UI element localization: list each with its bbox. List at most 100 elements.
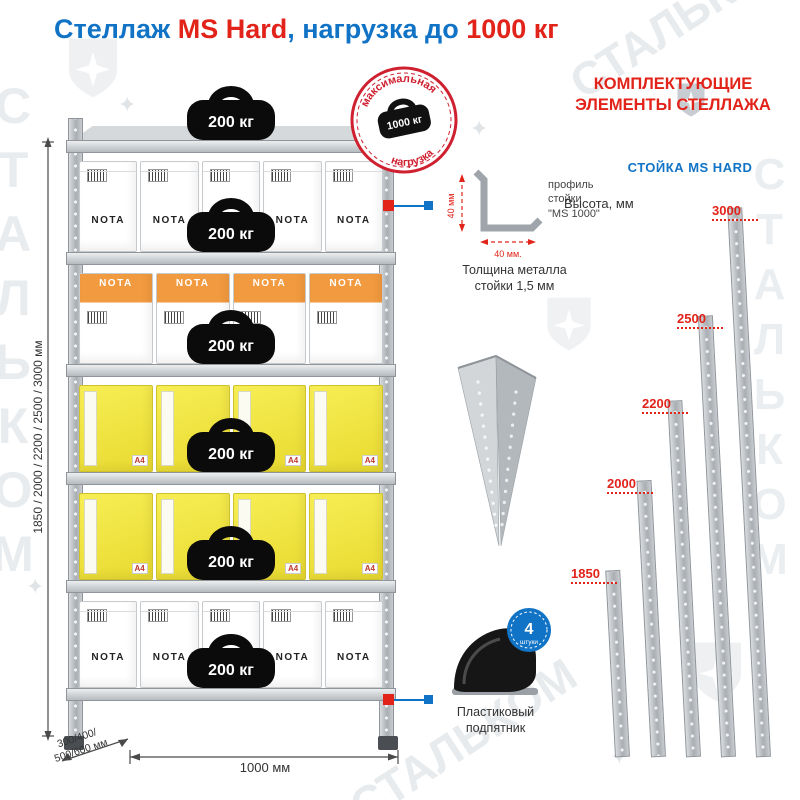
components-header: КОМПЛЕКТУЮЩИЕ ЭЛЕМЕНТЫ СТЕЛЛАЖА — [553, 74, 793, 117]
weight-value-label: 200 кг — [208, 446, 254, 463]
barcode-icon — [332, 168, 353, 182]
barcode-icon — [148, 168, 169, 182]
shelf-beam — [66, 252, 396, 265]
width-dimension-label: 1000 мм — [239, 760, 291, 775]
plastic-foot-label: Пластиковый подпятник — [428, 704, 563, 737]
box-nota-white: NOTA — [78, 160, 138, 252]
paper-size-label: А4 — [131, 455, 148, 466]
marker-line — [394, 699, 424, 701]
weight-kettlebell: 200 кг — [181, 302, 281, 366]
post-2200 — [667, 400, 701, 758]
rack-illustration: NOTANOTANOTANOTANOTANOTANOTANOTANOTAА4А4… — [62, 118, 400, 750]
quantity-badge: 4 штуки — [505, 606, 553, 654]
rack-foot-right — [378, 736, 398, 750]
quantity-number: 4 — [525, 621, 534, 638]
title-accent-load: 1000 кг — [466, 14, 559, 44]
marker-blue-square — [424, 695, 433, 704]
foot-label-line2: подпятник — [465, 721, 526, 736]
box-brand-label: NOTA — [337, 652, 371, 664]
box-nota-orange: NOTA — [309, 272, 383, 364]
box-brand-label: NOTA — [252, 278, 287, 290]
upright-posts-group: 1850 2000 2200 2500 3000 — [571, 180, 795, 765]
box-yellow: А4 — [309, 492, 383, 580]
marker-line — [394, 205, 424, 207]
barcode-icon — [148, 608, 169, 622]
paper-size-label: А4 — [285, 563, 302, 574]
marker-red-square — [383, 200, 394, 211]
profile-dim-horizontal: 40 мм. — [494, 249, 521, 259]
metal-thickness-note: Толщина металла стойки 1,5 мм — [432, 262, 597, 295]
weight-value-label: 200 кг — [208, 554, 254, 571]
box-brand-label: NOTA — [337, 215, 371, 227]
barcode-icon — [209, 608, 230, 622]
weight-value-label: 200 кг — [208, 338, 254, 355]
post-height-label: 2500 — [677, 311, 723, 329]
paper-size-label: А4 — [285, 455, 302, 466]
profile-marker — [383, 200, 435, 212]
box-brand-label: NOTA — [91, 215, 125, 227]
post-profile-diagram: 40 мм 40 мм. профиль стойки "MS 1000" — [446, 166, 626, 262]
box-brand-label: NOTA — [175, 278, 210, 290]
post-2500 — [697, 315, 736, 758]
quantity-word: штуки — [520, 639, 538, 646]
box-nota-orange: NOTA — [79, 272, 153, 364]
box-yellow: А4 — [79, 384, 153, 472]
corner-post-image — [452, 348, 542, 558]
post-height-label: 3000 — [712, 203, 758, 221]
paper-size-label: А4 — [361, 563, 378, 574]
height-column-label: Высота, мм — [564, 196, 634, 211]
post-height-label: 2000 — [607, 476, 653, 494]
box-nota-white: NOTA — [78, 600, 138, 688]
box-brand-label: NOTA — [91, 652, 125, 664]
barcode-icon — [209, 168, 230, 182]
box-nota-white: NOTA — [324, 600, 384, 688]
barcode-icon — [163, 311, 184, 325]
thickness-line1: Толщина металла — [462, 263, 567, 277]
title-part: , нагрузка до — [287, 14, 467, 44]
watermark-shield — [547, 297, 591, 351]
post-height-label: 1850 — [571, 566, 617, 584]
title-part: Стеллаж — [54, 14, 178, 44]
foot-marker — [383, 694, 435, 706]
marker-blue-square — [424, 201, 433, 210]
weight-kettlebell: 200 кг — [181, 190, 281, 254]
page-title: Стеллаж MS Hard, нагрузка до 1000 кг — [54, 14, 559, 45]
barcode-icon — [87, 311, 107, 325]
shelf-beam — [66, 688, 396, 701]
box-brand-label: NOTA — [152, 215, 187, 227]
title-accent-model: MS Hard — [177, 14, 288, 44]
paper-size-label: А4 — [361, 455, 378, 466]
shelf-beam — [66, 580, 396, 593]
weight-kettlebell: 200 кг — [181, 518, 281, 582]
posts-subheader: СТОЙКА MS HARD — [627, 160, 753, 175]
weight-value-label: 200 кг — [208, 226, 254, 243]
thickness-line2: стойки 1,5 мм — [474, 279, 555, 294]
height-dimension-label: 1850 / 2000 / 2200 / 2500 / 3000 мм — [31, 340, 45, 534]
watermark-text: СТАЛЬКОМ — [0, 78, 41, 590]
weight-kettlebell: 200 кг — [181, 626, 281, 690]
weight-value-label: 200 кг — [208, 114, 254, 131]
box-nota-white: NOTA — [324, 160, 384, 252]
box-brand-label: NOTA — [152, 652, 187, 664]
post-height-label: 2200 — [642, 396, 688, 414]
weight-kettlebell: 200 кг — [181, 410, 281, 474]
box-brand-label: NOTA — [275, 215, 310, 227]
weight-value-label: 200 кг — [208, 662, 254, 679]
max-load-badge: максимальная нагрузка 1000 кг — [338, 54, 471, 187]
post-3000 — [727, 207, 771, 758]
profile-dim-vertical: 40 мм — [446, 194, 456, 219]
post-1850 — [605, 569, 630, 758]
profile-caption-line: стойки — [548, 193, 582, 206]
components-header-line1: КОМПЛЕКТУЮЩИЕ — [593, 75, 753, 93]
watermark-shield — [69, 38, 117, 98]
barcode-icon — [332, 608, 353, 622]
stalkom-logo-shield — [677, 83, 705, 117]
box-brand-label: NOTA — [99, 278, 133, 290]
post-2000 — [636, 479, 666, 758]
foot-label-line1: Пластиковый — [456, 705, 535, 719]
barcode-icon — [271, 168, 292, 182]
angle-profile-icon — [473, 169, 543, 232]
shelf-beam — [66, 472, 396, 485]
weight-kettlebell: 200 кг — [181, 78, 281, 142]
